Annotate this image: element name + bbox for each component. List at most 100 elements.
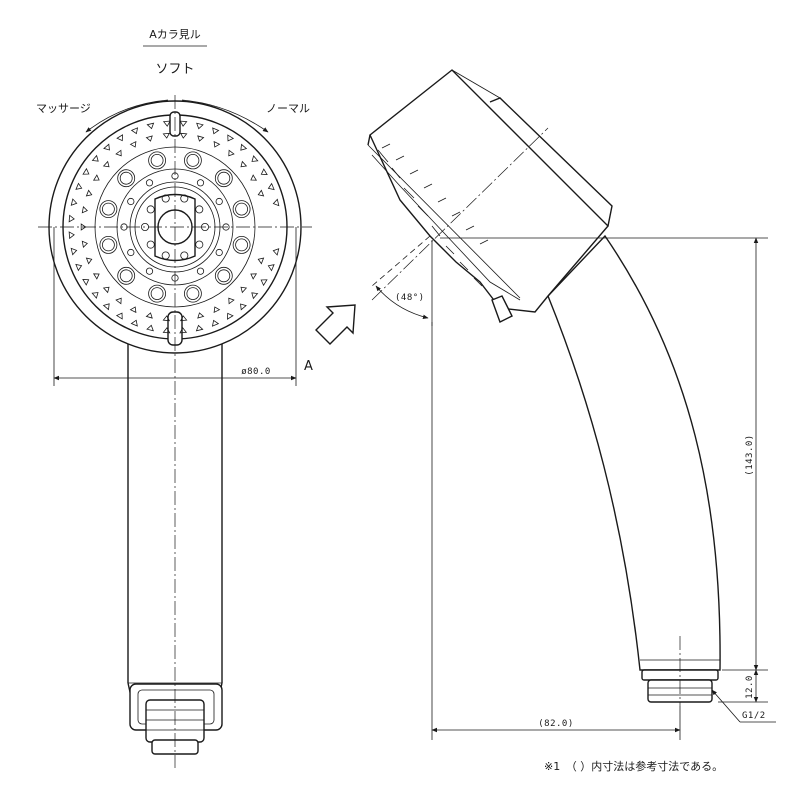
nozzle [145, 312, 153, 319]
nozzle [195, 324, 204, 332]
nozzle [240, 286, 248, 294]
nozzle [80, 223, 87, 231]
nozzle [145, 135, 153, 142]
nozzle [91, 154, 99, 162]
nozzle [227, 134, 235, 142]
nozzle [150, 153, 164, 167]
nozzle [116, 134, 123, 142]
nozzle [70, 198, 78, 206]
nozzle [102, 238, 115, 252]
nozzle [92, 174, 100, 181]
nozzle [85, 189, 93, 197]
nozzle [91, 292, 99, 299]
nozzle [127, 197, 135, 206]
nozzle [148, 284, 167, 303]
nozzle [227, 312, 234, 320]
nozzle [228, 297, 235, 305]
nozzle [179, 132, 188, 139]
nozzle [240, 143, 248, 151]
nozzle [145, 267, 154, 275]
nozzle [212, 127, 220, 135]
nozzle [117, 169, 136, 188]
angle-label: (48°) [395, 293, 425, 303]
nozzle [211, 319, 220, 327]
nozzle [130, 127, 139, 135]
nozzle [180, 251, 189, 260]
mode-label-normal: ノーマル [266, 102, 310, 115]
nozzle [119, 269, 133, 283]
mode-label-soft: ソフト [155, 62, 194, 77]
connector-length-label: 12.0 [745, 675, 755, 699]
nozzle [82, 279, 90, 286]
nozzle [145, 179, 154, 187]
nozzle [102, 160, 110, 168]
nozzle [81, 206, 88, 214]
nozzle [186, 287, 200, 301]
nozzle [215, 197, 223, 206]
nozzle [119, 171, 133, 185]
nozzle [162, 327, 171, 334]
nozzle [250, 174, 258, 181]
nozzle [102, 286, 110, 294]
nozzle [195, 240, 204, 249]
nozzle [161, 194, 170, 203]
nozzle [197, 312, 205, 319]
nozzle [179, 327, 188, 334]
nozzle [235, 238, 249, 252]
nozzle [260, 279, 268, 287]
depth-label: (82.0) [538, 719, 574, 729]
nozzle [115, 297, 122, 305]
nozzle [257, 257, 265, 265]
nozzle [146, 205, 155, 214]
nozzle [146, 324, 154, 332]
nozzle [130, 319, 138, 327]
depth-dimension: (82.0) [431, 322, 681, 740]
height-dimension: (143.0) 12.0 [440, 237, 768, 703]
nozzle [213, 306, 221, 314]
head-axis [371, 127, 549, 301]
nozzle [180, 194, 189, 203]
nozzle [272, 198, 280, 207]
nozzle [251, 155, 259, 162]
nozzle [99, 200, 118, 219]
nozzle [179, 315, 188, 322]
nozzle [146, 122, 155, 130]
nozzle [68, 214, 75, 223]
nozzle [82, 167, 90, 175]
head-face-extension [371, 235, 431, 287]
view-note: Aカラ見ル [149, 28, 201, 41]
nozzle [196, 267, 205, 275]
nozzle [217, 269, 231, 283]
nozzle [85, 257, 93, 265]
nozzle [75, 182, 83, 190]
nozzle [228, 149, 235, 157]
front-view [38, 95, 312, 768]
nozzle [240, 303, 247, 311]
nozzle [197, 135, 205, 142]
nozzle [148, 151, 167, 170]
side-view [367, 69, 721, 706]
thread-callout: G1/2 [711, 689, 776, 723]
nozzle [214, 169, 233, 188]
nozzle [99, 235, 118, 254]
view-marker-a: A [304, 359, 313, 374]
nozzle [183, 284, 202, 303]
nozzle [257, 189, 265, 197]
nozzle [179, 120, 188, 127]
nozzle [196, 122, 204, 130]
nozzle [162, 315, 171, 322]
nozzle [260, 168, 268, 175]
nozzle [195, 205, 204, 214]
nozzle [103, 143, 110, 151]
nozzle [232, 200, 251, 219]
nozzle [146, 240, 155, 249]
nozzle [267, 264, 275, 272]
nozzle [75, 263, 83, 272]
nozzle [68, 231, 75, 240]
nozzle [196, 179, 205, 187]
nozzle [115, 149, 122, 157]
view-arrow: A [304, 304, 356, 374]
nozzle [127, 248, 135, 257]
nozzle [161, 251, 170, 260]
